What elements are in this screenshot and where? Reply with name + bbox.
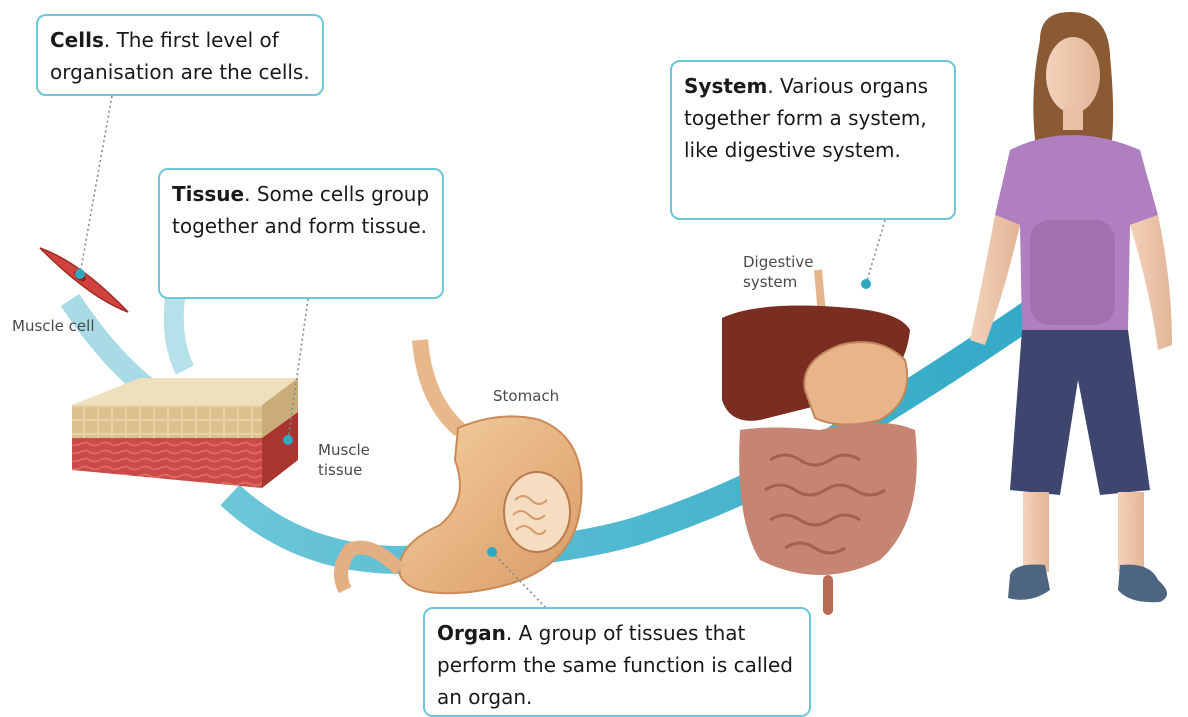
organ-callout-title: Organ	[437, 621, 506, 645]
stomach-label: Stomach	[493, 386, 559, 406]
flow-arrow-upper	[174, 298, 185, 370]
digestive-system-label: Digestive system	[743, 252, 833, 292]
tissue-callout-title: Tissue	[172, 182, 244, 206]
tissue-callout: Tissue. Some cells group together and fo…	[158, 168, 444, 299]
system-callout: System. Various organs together form a s…	[670, 60, 956, 220]
flow-arrow-cell-to-tissue	[70, 300, 150, 390]
system-pointer-dot	[861, 279, 871, 289]
cell-pointer-dot	[75, 269, 85, 279]
girl-figure	[970, 12, 1172, 602]
system-callout-title: System	[684, 74, 767, 98]
tissue-pointer-dot	[283, 435, 293, 445]
muscle-tissue-block	[72, 378, 298, 488]
organ-pointer-dot	[487, 547, 497, 557]
flow-arrow-main	[230, 300, 1050, 560]
digestive-system-drawing	[722, 270, 917, 610]
cells-callout-title: Cells	[50, 28, 104, 52]
cells-callout: Cells. The first level of organisation a…	[36, 14, 324, 96]
muscle-tissue-label: Muscle tissue	[318, 440, 378, 480]
organ-callout: Organ. A group of tissues that perform t…	[423, 607, 811, 717]
muscle-cell-label: Muscle cell	[12, 316, 95, 336]
